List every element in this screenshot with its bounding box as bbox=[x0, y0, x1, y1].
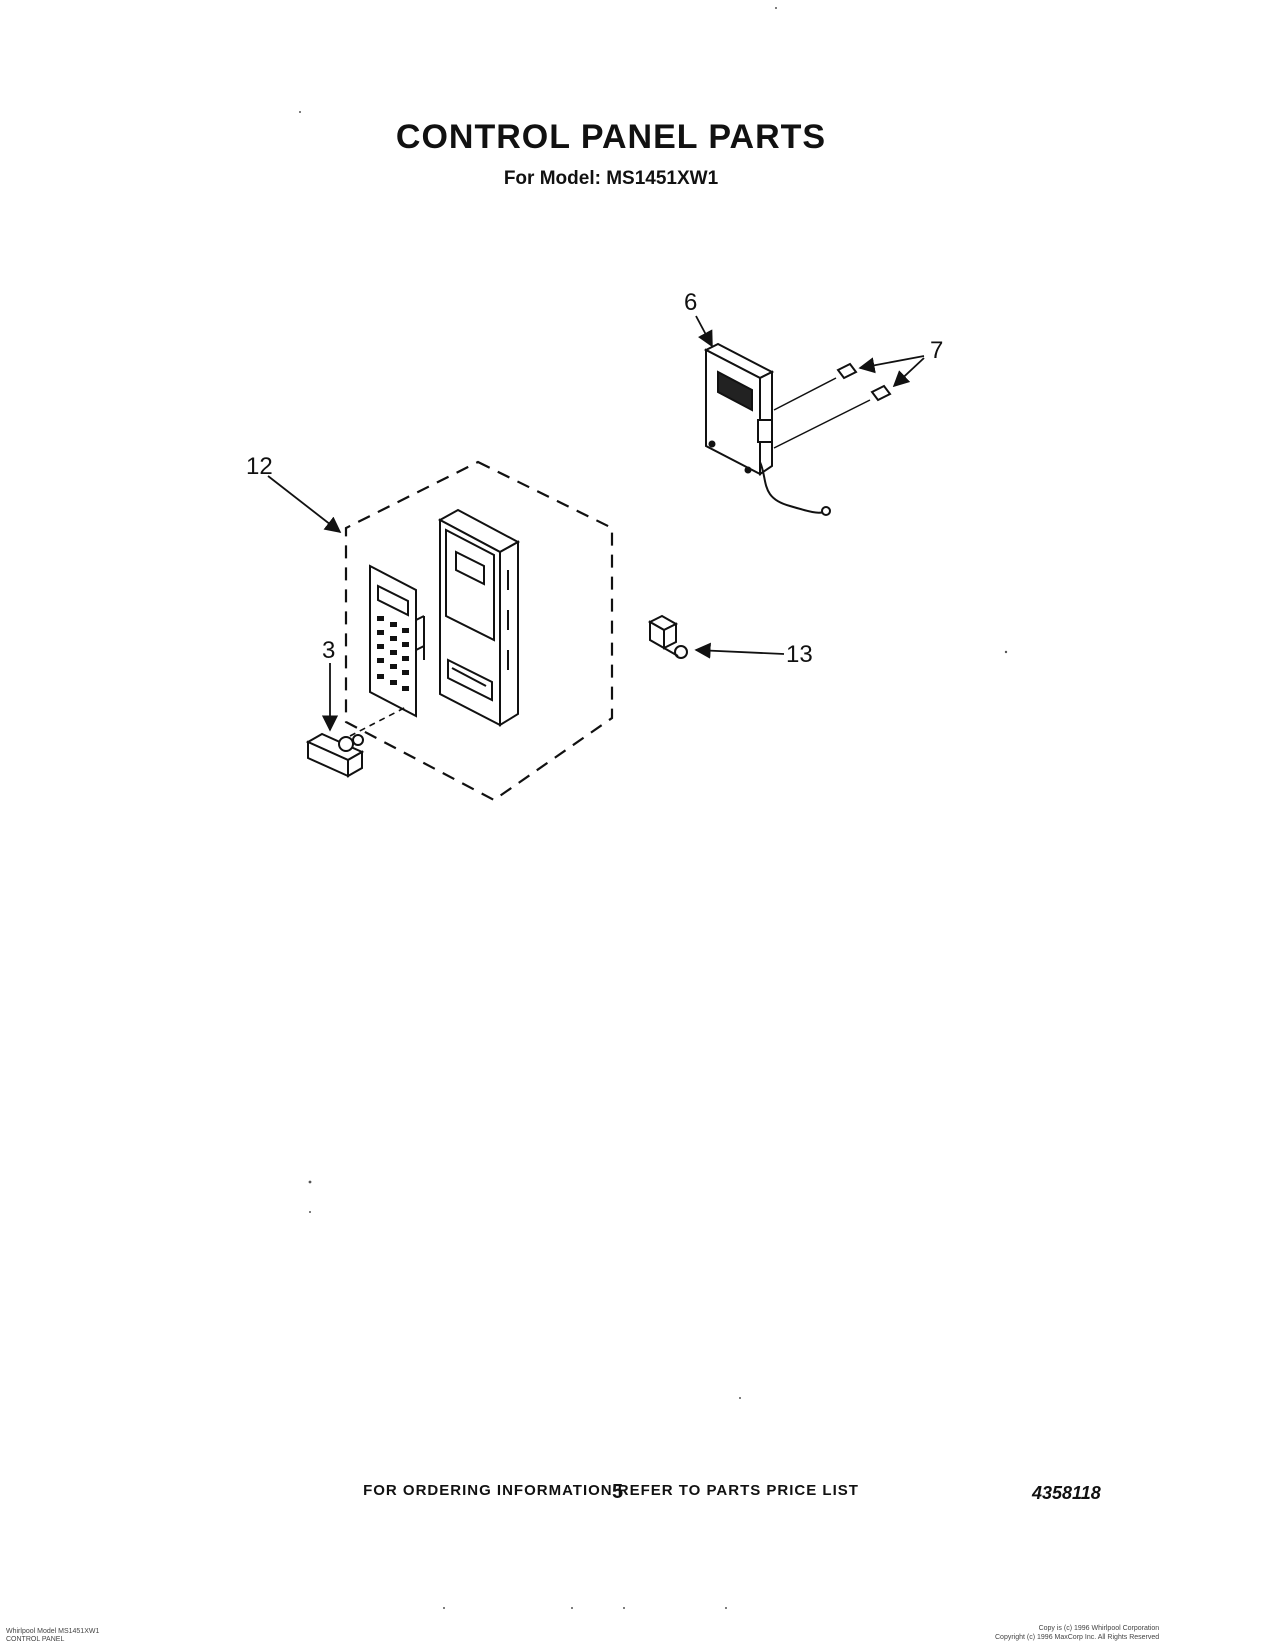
small-print-left-line-1: Whirlpool Model MS1451XW1 bbox=[6, 1628, 100, 1635]
assembly-boundary-part-12 bbox=[344, 460, 614, 802]
screw-path-b bbox=[773, 399, 871, 449]
leader-part-6 bbox=[695, 315, 713, 348]
callout-part-7: 7 bbox=[930, 337, 943, 364]
small-print-left-line-2: CONTROL PANEL bbox=[6, 1636, 65, 1643]
leader-part-7a bbox=[858, 355, 925, 374]
control-board-part-6 bbox=[703, 342, 831, 516]
small-print-right: Copy is (c) 1996 Whirlpool Corporation C… bbox=[995, 1624, 1159, 1642]
screws-part-7 bbox=[836, 362, 892, 402]
keypad-membrane bbox=[369, 564, 425, 718]
callout-part-6: 6 bbox=[684, 289, 697, 316]
leader-part-12 bbox=[267, 475, 342, 533]
callout-part-3: 3 bbox=[322, 637, 335, 664]
control-panel-housing bbox=[437, 508, 521, 727]
scan-specks bbox=[299, 7, 1008, 1609]
page-number: 5 bbox=[612, 1481, 624, 1503]
ordering-note: FOR ORDERING INFORMATION REFER TO PARTS … bbox=[363, 1482, 859, 1499]
document-number: 4358118 bbox=[1032, 1483, 1101, 1503]
small-print-right-line-1: Copy is (c) 1996 Whirlpool Corporation bbox=[1038, 1625, 1160, 1632]
latch-part-13 bbox=[647, 614, 688, 659]
screw-path-a bbox=[773, 377, 837, 411]
door-release-button-part-3 bbox=[305, 732, 365, 778]
dashed-link-part-3 bbox=[349, 705, 409, 737]
leader-part-7b bbox=[892, 357, 925, 388]
small-print-right-line-2: Copyright (c) 1996 MaxCorp Inc. All Righ… bbox=[995, 1634, 1160, 1641]
model-subtitle: For Model: MS1451XW1 bbox=[503, 168, 719, 189]
page-title: CONTROL PANEL PARTS bbox=[395, 118, 827, 156]
small-print-left: Whirlpool Model MS1451XW1 CONTROL PANEL bbox=[6, 1628, 99, 1644]
callout-part-13: 13 bbox=[786, 641, 813, 668]
leader-part-13 bbox=[694, 642, 785, 659]
callout-part-12: 12 bbox=[246, 453, 273, 480]
